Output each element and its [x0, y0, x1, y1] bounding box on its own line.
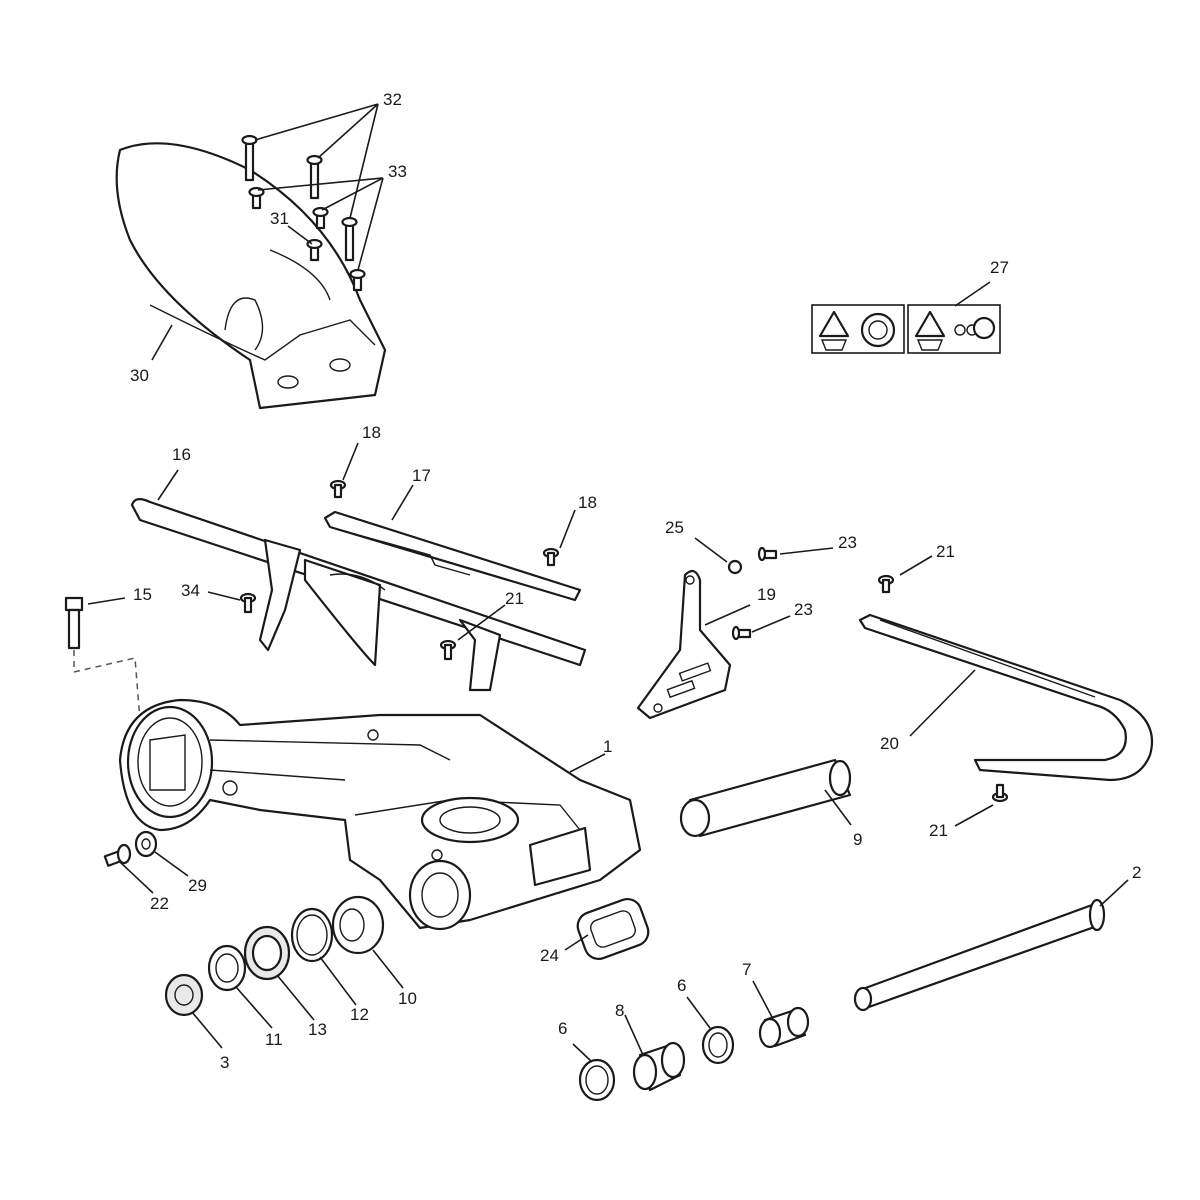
callouts: 1 2 3 6 6 7 8 9 10 11 12 13 15 16 17 18 …: [130, 90, 1141, 1072]
bolts-18-34-21: [239, 479, 1009, 803]
callout-15: 15: [133, 585, 152, 604]
callout-21: 21: [936, 542, 955, 561]
callout-21: 21: [505, 589, 524, 608]
callout-6: 6: [677, 976, 686, 995]
warning-triangle-icon: [914, 310, 946, 351]
callout-2: 2: [1132, 863, 1141, 882]
callout-1: 1: [603, 737, 612, 756]
callout-30: 30: [130, 366, 149, 385]
callout-10: 10: [398, 989, 417, 1008]
part-1-swingarm: [118, 698, 642, 931]
callout-23: 23: [794, 600, 813, 619]
callout-18: 18: [362, 423, 381, 442]
callout-6: 6: [558, 1019, 567, 1038]
callout-9: 9: [853, 830, 862, 849]
part-16-chain-guard: [130, 498, 587, 692]
callout-3: 3: [220, 1053, 229, 1072]
callout-13: 13: [308, 1020, 327, 1039]
callout-27: 27: [990, 258, 1009, 277]
part-9-sleeve: [679, 758, 852, 838]
fasteners-23-25: [727, 546, 778, 641]
chain-icon: [954, 316, 996, 340]
part-2-spindle: [853, 898, 1106, 1012]
callout-19: 19: [757, 585, 776, 604]
part-19-bracket: [636, 569, 732, 720]
callout-18: 18: [578, 493, 597, 512]
callout-8: 8: [615, 1001, 624, 1020]
callout-23: 23: [838, 533, 857, 552]
part-15-bolt: [64, 596, 141, 721]
part-24-seal: [576, 898, 650, 960]
callout-34: 34: [181, 581, 200, 600]
callout-22: 22: [150, 894, 169, 913]
callout-16: 16: [172, 445, 191, 464]
sprocket-icon: [860, 312, 896, 348]
callout-11: 11: [265, 1030, 283, 1049]
callout-25: 25: [665, 518, 684, 537]
part-17-chain-guard-plate: [323, 510, 582, 602]
callout-21: 21: [929, 821, 948, 840]
callout-7: 7: [742, 960, 751, 979]
part-20-chain-slider: [858, 613, 1154, 782]
leader-lines: [87, 103, 1129, 1063]
callout-32: 32: [383, 90, 402, 109]
callout-24: 24: [540, 946, 559, 965]
callout-29: 29: [188, 876, 207, 895]
warning-triangle-icon: [818, 310, 850, 351]
parts-22-29: [103, 830, 158, 867]
callout-33: 33: [388, 162, 407, 181]
bearing-stack: [164, 895, 385, 1017]
part-27-warning-label: [811, 304, 1001, 354]
callout-31: 31: [270, 209, 289, 228]
callout-20: 20: [880, 734, 899, 753]
callout-17: 17: [412, 466, 431, 485]
part-30-rear-hugger: [115, 142, 387, 410]
spacers-6-7-8: [578, 1006, 810, 1102]
bolts-32-33-31: [241, 134, 366, 292]
callout-12: 12: [350, 1005, 369, 1024]
